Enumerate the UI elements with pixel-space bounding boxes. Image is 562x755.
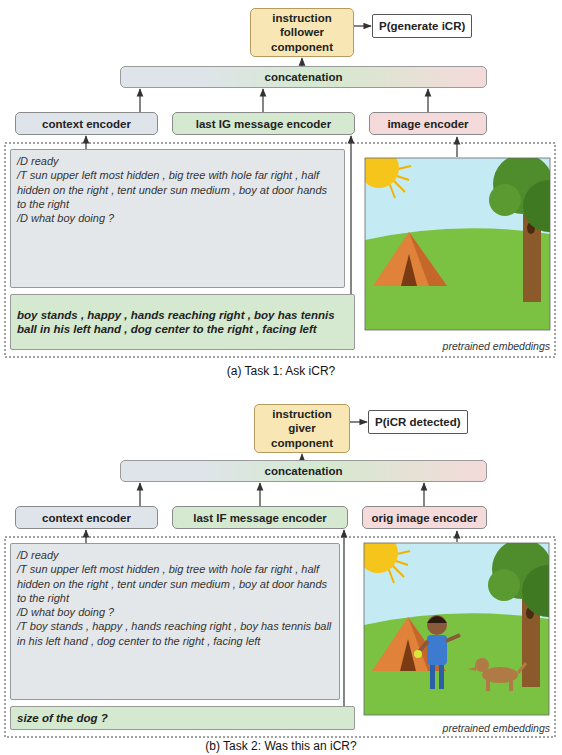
node-text: /D what boy doing ?	[17, 605, 333, 619]
node-text: orig image encoder	[371, 512, 477, 524]
connector-arrow	[354, 25, 371, 26]
image-note: pretrained embeddings	[443, 722, 550, 734]
message-box: size of the dog ?	[10, 706, 355, 730]
node-text: context encoder	[42, 512, 131, 524]
boy-figure	[414, 615, 460, 689]
model-component: instruction giver component	[254, 404, 350, 453]
scene-image	[358, 533, 562, 715]
concatenation-bar: concatenation	[120, 460, 487, 482]
node-text: image encoder	[387, 118, 468, 130]
encoder-box: context encoder	[15, 506, 158, 529]
node-text: /T boy stands , happy , hands reaching r…	[17, 619, 333, 648]
node-text: context encoder	[42, 118, 131, 130]
node-text: /D what boy doing ?	[17, 211, 338, 225]
node-text: last IG message encoder	[196, 118, 332, 130]
node-text: boy stands , happy , hands reaching righ…	[17, 308, 348, 337]
connector-arrow	[301, 58, 302, 66]
encoder-box: orig image encoder	[362, 506, 487, 529]
encoder-box: context encoder	[15, 112, 158, 135]
concatenation-bar: concatenation	[120, 66, 487, 88]
connector-arrow	[85, 136, 86, 149]
node-text: last IF message encoder	[193, 512, 327, 524]
message-box: boy stands , happy , hands reaching righ…	[10, 294, 355, 350]
context-text-box: /D ready/T sun upper left most hidden , …	[10, 149, 345, 288]
encoder-box: last IG message encoder	[172, 112, 355, 135]
node-text: P(iCR detected)	[375, 416, 461, 428]
node-text: instruction giver component	[259, 407, 345, 450]
connector-arrow	[262, 89, 263, 112]
connector-arrow	[343, 530, 344, 706]
node-text: /T sun upper left most hidden , big tree…	[17, 168, 338, 211]
connector-arrow	[85, 530, 86, 543]
connector-arrow	[423, 483, 424, 506]
encoder-box: image encoder	[369, 112, 487, 135]
output-box: P(iCR detected)	[368, 410, 468, 434]
connector-arrow	[139, 483, 140, 506]
connector-arrow	[350, 136, 351, 294]
node-text: size of the dog ?	[17, 711, 348, 725]
connector-arrow	[139, 89, 140, 112]
dog-figure	[468, 658, 526, 691]
node-text: concatenation	[121, 465, 486, 477]
node-text: /T sun upper left most hidden , big tree…	[17, 562, 333, 605]
node-text: /D ready	[17, 548, 333, 562]
image-input-arrow	[456, 531, 457, 542]
image-input-arrow	[456, 137, 457, 157]
node-text: instruction follower component	[255, 11, 349, 54]
image-note: pretrained embeddings	[443, 340, 550, 352]
connector-arrow	[259, 483, 260, 506]
node-text: P(generate iCR)	[379, 20, 465, 32]
scene-image	[359, 148, 562, 330]
context-text-box: /D ready/T sun upper left most hidden , …	[10, 543, 340, 700]
connector-arrow	[350, 421, 367, 422]
connector-arrow	[427, 89, 428, 112]
node-text: /D ready	[17, 154, 338, 168]
caption: (a) Task 1: Ask iCR?	[227, 364, 335, 378]
caption: (b) Task 2: Was this an iCR?	[205, 739, 356, 753]
node-text: concatenation	[121, 71, 486, 83]
model-component: instruction follower component	[250, 8, 354, 57]
encoder-box: last IF message encoder	[172, 506, 348, 529]
output-box: P(generate iCR)	[372, 14, 472, 38]
